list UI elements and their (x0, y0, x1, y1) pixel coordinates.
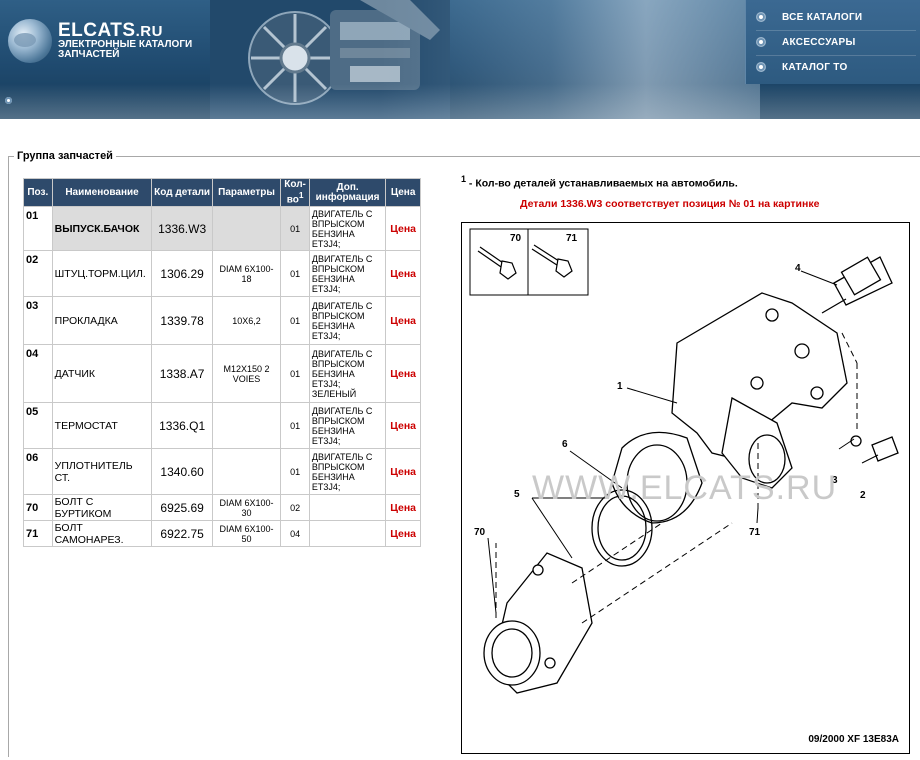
col-code: Код детали (151, 177, 213, 208)
diagram-label: 1 (617, 381, 623, 392)
price-link[interactable]: Цена (385, 520, 421, 548)
position-match-text: Детали 1336.W3 соответствует позиция № 0… (520, 198, 820, 210)
bullet-icon (756, 62, 766, 72)
table-row[interactable]: 71 БОЛТ САМОНАРЕЗ. 6922.75 DIAM 6X100-50… (23, 520, 421, 548)
col-info: Доп. информация (308, 177, 387, 208)
diagram-label: 71 (566, 233, 578, 244)
menu-toggle-icon[interactable] (5, 97, 12, 104)
quantity-footnote: 1 - Кол-во деталей устанавливаемых на ав… (461, 174, 738, 190)
diagram-label: 4 (795, 263, 801, 274)
parts-diagram: 70 71 4 1 6 5 3 2 71 70 WWW.ELCATS.RU 09… (461, 222, 910, 754)
diagram-label: 5 (514, 489, 520, 500)
nav-accessories[interactable]: АКСЕССУАРЫ (756, 29, 916, 56)
price-link[interactable]: Цена (385, 250, 421, 298)
price-link[interactable]: Цена (385, 206, 421, 252)
table-row[interactable]: 02 ШТУЦ.ТОРМ.ЦИЛ. 1306.29 DIAM 6X100-18 … (23, 250, 421, 298)
nav-all-catalogs[interactable]: ВСЕ КАТАЛОГИ (756, 4, 916, 31)
table-row[interactable]: 03 ПРОКЛАДКА 1339.78 10X6,2 01 ДВИГАТЕЛЬ… (23, 296, 421, 346)
col-pos: Поз. (23, 177, 53, 208)
col-name: Наименование (51, 177, 153, 208)
diagram-label: 6 (562, 439, 568, 450)
table-header-row: Поз. Наименование Код детали Параметры К… (23, 177, 421, 208)
site-logo[interactable]: ELCATS.RU (58, 20, 163, 41)
price-link[interactable]: Цена (385, 344, 421, 404)
diagram-label: 2 (860, 490, 866, 501)
exploded-view-drawing: 70 71 4 1 6 5 3 2 71 70 (469, 228, 899, 694)
diagram-label: 3 (832, 475, 838, 486)
table-row[interactable]: 06 УПЛОТНИТЕЛЬ СТ. 1340.60 01 ДВИГАТЕЛЬ … (23, 448, 421, 496)
header-nav: ВСЕ КАТАЛОГИ АКСЕССУАРЫ КАТАЛОГ ТО (745, 0, 920, 84)
price-link[interactable]: Цена (385, 402, 421, 450)
col-qty: Кол-во1 (280, 177, 310, 208)
bullet-icon (756, 37, 766, 47)
col-price: Цена (385, 177, 421, 208)
diagram-label: 70 (474, 527, 486, 538)
parts-table: Поз. Наименование Код детали Параметры К… (23, 177, 421, 548)
nav-maintenance-catalog[interactable]: КАТАЛОГ ТО (756, 54, 916, 80)
col-params: Параметры (211, 177, 282, 208)
price-link[interactable]: Цена (385, 494, 421, 522)
table-row[interactable]: 05 ТЕРМОСТАТ 1336.Q1 01 ДВИГАТЕЛЬ С ВПРЫ… (23, 402, 421, 450)
table-row[interactable]: 04 ДАТЧИК 1338.A7 M12X150 2 VOIES 01 ДВИ… (23, 344, 421, 404)
parts-group-legend: Группа запчастей (14, 150, 116, 162)
parts-group-frame (8, 156, 920, 757)
table-row[interactable]: 01 ВЫПУСК.БАЧОК 1336.W3 01 ДВИГАТЕЛЬ С В… (23, 206, 421, 252)
price-link[interactable]: Цена (385, 296, 421, 346)
watermark: WWW.ELCATS.RU (532, 469, 838, 507)
diagram-label: 71 (749, 527, 761, 538)
diagram-code: 09/2000 XF 13E83A (808, 734, 899, 745)
globe-logo-icon (8, 19, 52, 63)
diagram-label: 70 (510, 233, 522, 244)
table-row[interactable]: 70 БОЛТ С БУРТИКОМ 6925.69 DIAM 6X100-30… (23, 494, 421, 522)
price-link[interactable]: Цена (385, 448, 421, 496)
bullet-icon (756, 12, 766, 22)
